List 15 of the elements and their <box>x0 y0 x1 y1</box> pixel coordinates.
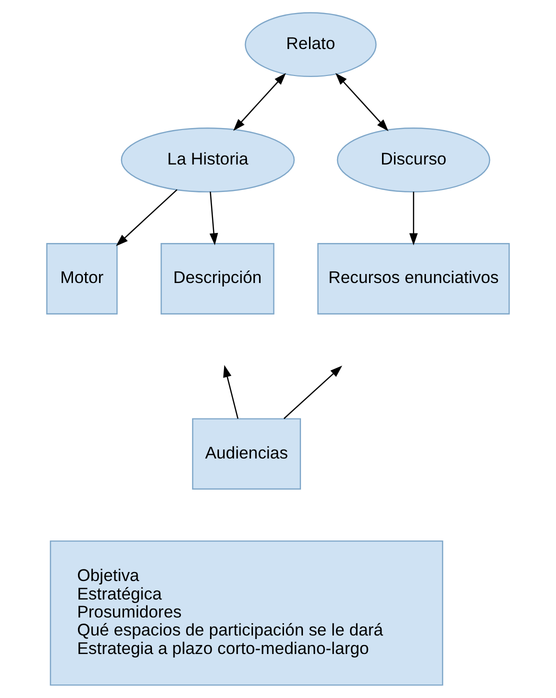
node-ellipse: Discurso <box>336 128 490 192</box>
arrow <box>284 366 342 420</box>
arrow <box>210 192 218 246</box>
arrow <box>409 192 418 246</box>
node-box: Descripción <box>160 243 274 314</box>
node-ellipse: Relato <box>244 12 377 78</box>
node-box: Motor <box>46 243 118 314</box>
arrow <box>335 72 388 132</box>
node-box: Objetiva Estratégica Prosumidores Qué espacios de participación se le dará Estrategia a plazo corto-mediano-largo <box>50 540 444 686</box>
node-box: Audiencias <box>192 418 301 490</box>
arrow <box>223 365 238 419</box>
arrow <box>233 72 286 131</box>
node-box: Recursos enunciativos <box>317 243 510 314</box>
arrow <box>116 189 178 246</box>
node-ellipse: La Historia <box>120 128 295 192</box>
